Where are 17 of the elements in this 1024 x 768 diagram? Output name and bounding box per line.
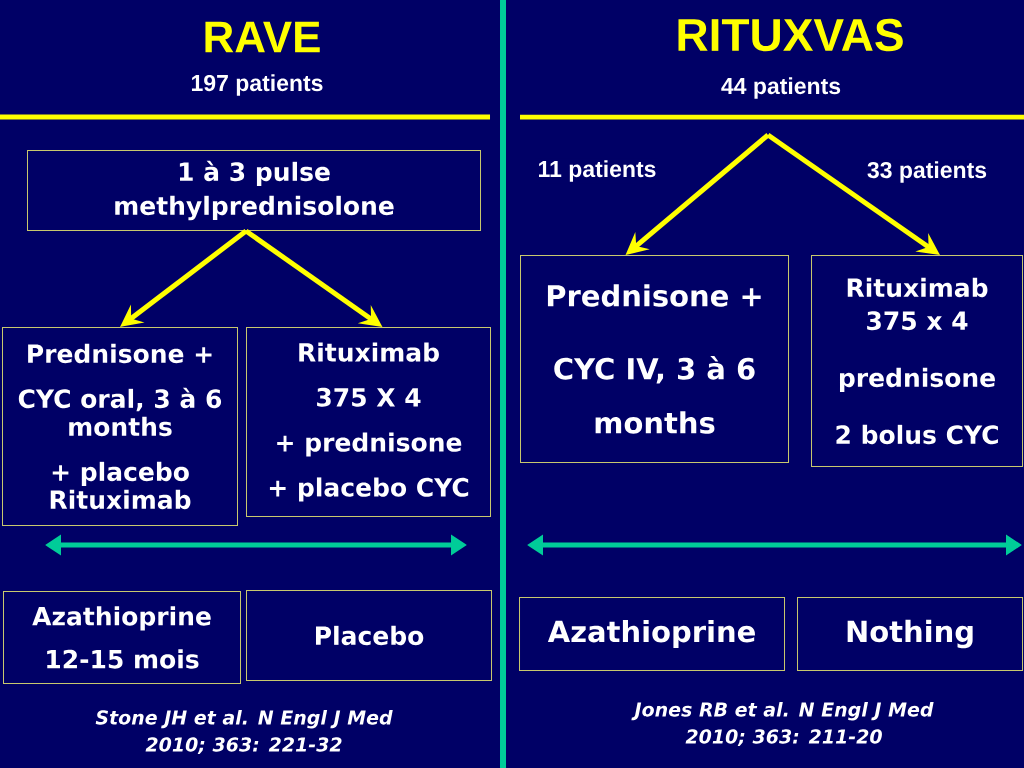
treatment-box: Prednisone + CYC oral, 3 à 6 months + placebo Rituximab bbox=[2, 327, 238, 526]
edge-label: 33 patients bbox=[864, 159, 990, 185]
treatment-box: Nothing bbox=[797, 597, 1023, 671]
treatment-box: Prednisone + CYC IV, 3 à 6 months bbox=[520, 255, 789, 463]
treatment-box: Rituximab 375 X 4 + prednisone + placebo CYC bbox=[246, 327, 491, 517]
trial-title: RAVE bbox=[205, 21, 320, 53]
trial-title: RITUXVAS bbox=[678, 18, 903, 52]
treatment-box: Rituximab 375 x 4 prednisone 2 bolus CYC bbox=[811, 255, 1023, 467]
citation: Stone JH et al. N Engl J Med 2010; 363: 221-32 bbox=[95, 709, 393, 755]
patient-count: 44 patients bbox=[721, 77, 841, 99]
treatment-box: Placebo bbox=[246, 590, 492, 681]
treatment-box: Azathioprine bbox=[519, 597, 785, 671]
citation: Jones RB et al. N Engl J Med 2010; 363: 211-20 bbox=[631, 701, 934, 747]
treatment-box: Azathioprine 12-15 mois bbox=[3, 591, 241, 684]
patient-count: 197 patients bbox=[191, 74, 323, 96]
edge-label: 11 patients bbox=[535, 158, 659, 184]
treatment-box: 1 à 3 pulse methylprednisolone bbox=[27, 150, 481, 231]
